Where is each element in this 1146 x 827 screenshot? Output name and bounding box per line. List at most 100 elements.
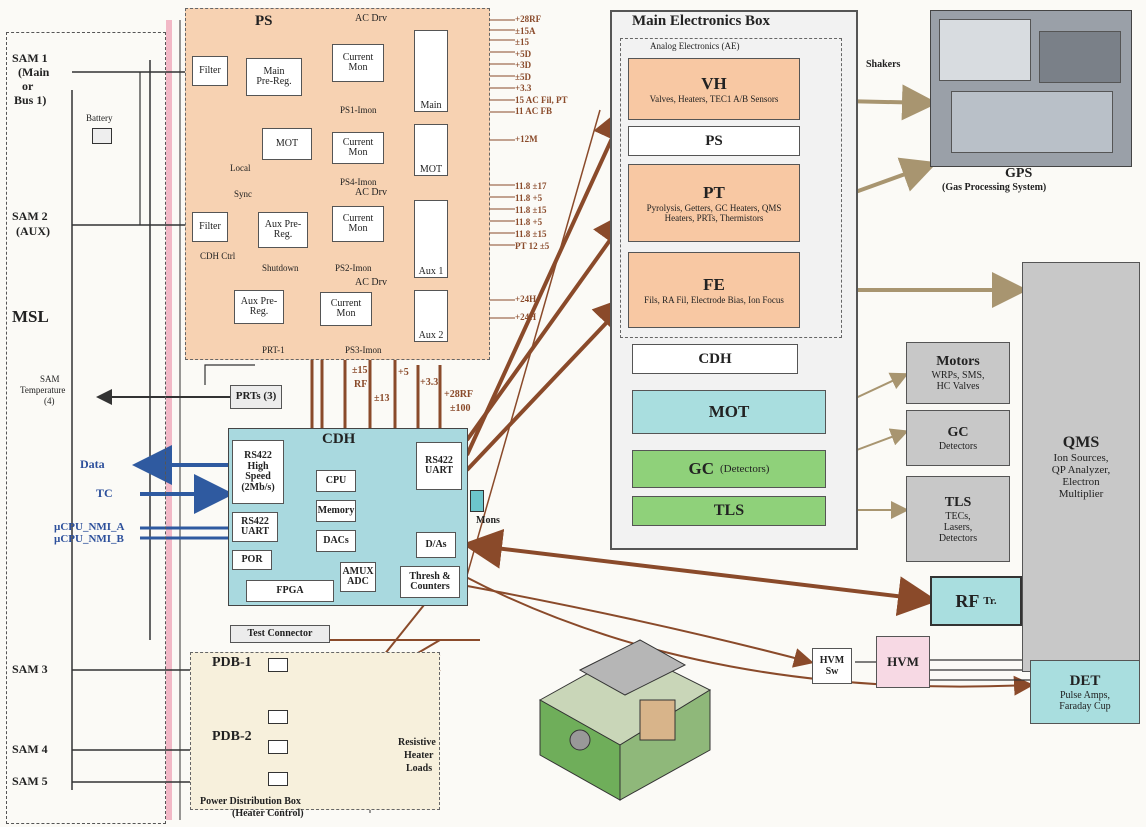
ucpu-b-label: µCPU_NMI_B xyxy=(54,534,124,546)
meb-cdh: CDH xyxy=(632,344,798,374)
hvm-box: HVM xyxy=(876,636,930,688)
current-mon-4: Current Mon xyxy=(320,292,372,326)
ps1-imon: PS1-Imon xyxy=(340,106,377,115)
gps-photo xyxy=(930,10,1132,167)
output-3: +5D xyxy=(515,49,568,61)
ps-filter-1: Filter xyxy=(192,56,228,86)
aux1-out-2: 11.8 ±15 xyxy=(515,204,549,216)
output-5: ±5D xyxy=(515,72,568,84)
main-transformer: Main xyxy=(414,30,448,112)
output-1: ±15A xyxy=(515,26,568,38)
data-label: Data xyxy=(80,458,105,471)
sync-label: Sync xyxy=(234,190,252,199)
ps3-imon: PS3-Imon xyxy=(345,346,382,355)
aux-pre-reg: Aux Pre-Reg. xyxy=(258,212,308,248)
aux2-out-0: +24H xyxy=(515,295,536,304)
output-7: 15 AC Fil, PT xyxy=(515,95,568,107)
ps-ac-drv-2: AC Drv xyxy=(355,188,387,199)
output-12m: +12M xyxy=(515,135,538,144)
ps-outputs-top: +28RF ±15A ±15 +5D +3D ±5D +3.3 15 AC Fi… xyxy=(515,14,568,118)
meb-vh: VH Valves, Heaters, TEC1 A/B Sensors xyxy=(628,58,800,120)
meb-tls: TLS xyxy=(632,496,826,526)
cdh-title: CDH xyxy=(322,432,355,448)
mons-label: Mons xyxy=(476,516,500,527)
rail-28: +28RF xyxy=(444,390,473,401)
output-0: +28RF xyxy=(515,14,568,26)
current-mon-2: Current Mon xyxy=(332,132,384,164)
sam1-sub1: (Main xyxy=(18,66,49,79)
ps2-imon: PS2-Imon xyxy=(335,264,372,273)
meb-pt: PT Pyrolysis, Getters, GC Heaters, QMS H… xyxy=(628,164,800,242)
resistive-2: Heater xyxy=(404,751,433,762)
msl-frame xyxy=(6,32,166,824)
qms-box: QMS Ion Sources, QP Analyzer, Electron M… xyxy=(1022,262,1140,672)
output-4: +3D xyxy=(515,60,568,72)
msl-label: MSL xyxy=(12,308,49,326)
test-connector: Test Connector xyxy=(230,625,330,643)
output-8: 11 AC FB xyxy=(515,106,568,118)
aux1-out-1: 11.8 +5 xyxy=(515,192,549,204)
meb-gc: GC (Detectors) xyxy=(632,450,826,488)
meb-title: Main Electronics Box xyxy=(632,14,770,30)
instrument-photo xyxy=(520,630,720,810)
sam-temp-3: (4) xyxy=(44,397,55,406)
meb-mot: MOT xyxy=(632,390,826,434)
rail-5: +5 xyxy=(398,368,409,379)
fpga-box: FPGA xyxy=(246,580,334,602)
aux2-transformer: Aux 2 xyxy=(414,290,448,342)
ae-label: Analog Electronics (AE) xyxy=(650,42,739,51)
memory-box: Memory xyxy=(316,500,356,522)
sam-temp-1: SAM xyxy=(40,375,60,384)
cdh-ctrl: CDH Ctrl xyxy=(200,252,235,261)
mot-transformer: MOT xyxy=(414,124,448,176)
sam3-label: SAM 3 xyxy=(12,663,48,676)
pdb-relay-4 xyxy=(268,772,288,786)
sam1-sub2: or xyxy=(22,80,33,93)
ps-ac-drv: AC Drv xyxy=(355,14,387,25)
gc-detector-box: GC Detectors xyxy=(906,410,1010,466)
current-mon-3: Current Mon xyxy=(332,206,384,242)
ps-title: PS xyxy=(255,14,273,30)
ucpu-a-label: µCPU_NMI_A xyxy=(54,522,125,534)
battery-icon xyxy=(92,128,112,144)
sam1-label: SAM 1 xyxy=(12,52,48,65)
aux1-out-0: 11.8 ±17 xyxy=(515,180,549,192)
mot-pre-reg: MOT xyxy=(262,128,312,160)
motors-box: Motors WRPs, SMS, HC Valves xyxy=(906,342,1010,404)
das-box: D/As xyxy=(416,532,456,558)
resistive-1: Resistive xyxy=(398,738,436,749)
gps-sub: (Gas Processing System) xyxy=(942,183,1046,194)
aux1-transformer: Aux 1 xyxy=(414,200,448,278)
local-label: Local xyxy=(230,164,251,173)
pdb1-label: PDB-1 xyxy=(212,656,252,671)
rail-15: ±15 xyxy=(352,366,368,377)
shakers-label: Shakers xyxy=(866,60,900,71)
tls-detector-box: TLS TECs, Lasers, Detectors xyxy=(906,476,1010,562)
rail-100: ±100 xyxy=(450,404,471,415)
rail-rf: RF xyxy=(354,380,367,391)
cpu-box: CPU xyxy=(316,470,356,492)
aux2-out-1: +24H xyxy=(515,313,536,322)
battery-label: Battery xyxy=(86,114,113,123)
output-6: +3.3 xyxy=(515,83,568,95)
thresh-counters-box: Thresh &Counters xyxy=(400,566,460,598)
sam2-label: SAM 2 xyxy=(12,210,48,223)
sam4-label: SAM 4 xyxy=(12,743,48,756)
tc-label: TC xyxy=(96,487,113,500)
aux1-out-3: 11.8 +5 xyxy=(515,216,549,228)
shutdown-label: Shutdown xyxy=(262,264,299,273)
ps-filter-2: Filter xyxy=(192,212,228,242)
rail-13: ±13 xyxy=(374,394,390,405)
aux1-out-5: PT 12 ±5 xyxy=(515,240,549,252)
output-2: ±15 xyxy=(515,37,568,49)
meb-fe: FE Fils, RA Fil, Electrode Bias, Ion Foc… xyxy=(628,252,800,328)
current-mon-1: Current Mon xyxy=(332,44,384,82)
por-box: POR xyxy=(232,550,272,570)
sam2-sub: (AUX) xyxy=(16,225,50,238)
prt-label: PRT-1 xyxy=(262,346,285,355)
ps-ac-drv-3: AC Drv xyxy=(355,278,387,289)
resistive-3: Loads xyxy=(406,764,432,775)
